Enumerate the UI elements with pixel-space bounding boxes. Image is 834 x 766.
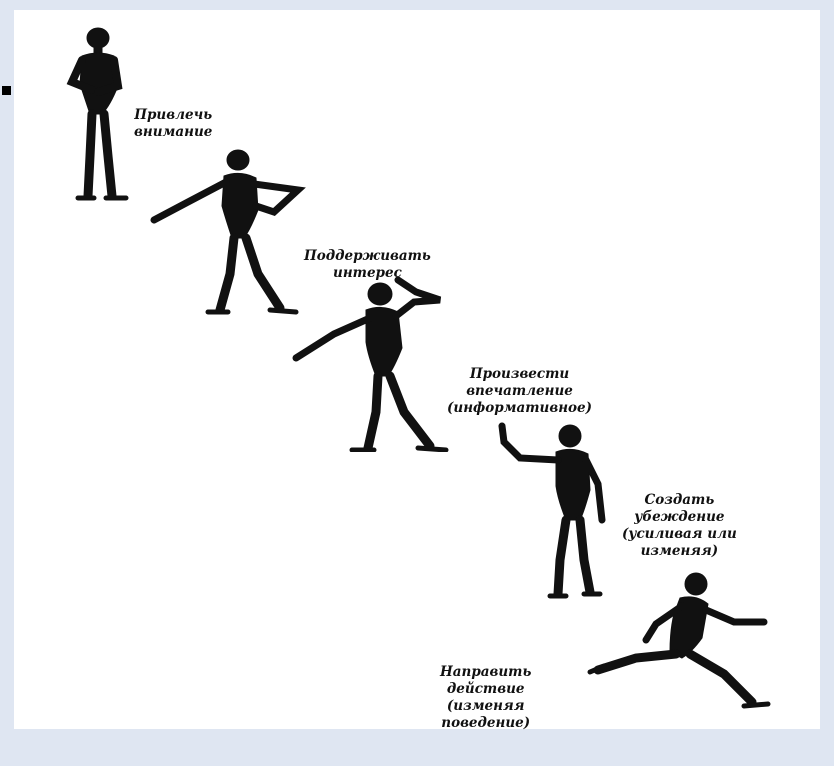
standing-figure-icon [64, 26, 134, 206]
running-figure-icon [584, 566, 784, 716]
pointing-thinking-figure-icon [290, 272, 460, 452]
list-bullet [2, 86, 11, 95]
